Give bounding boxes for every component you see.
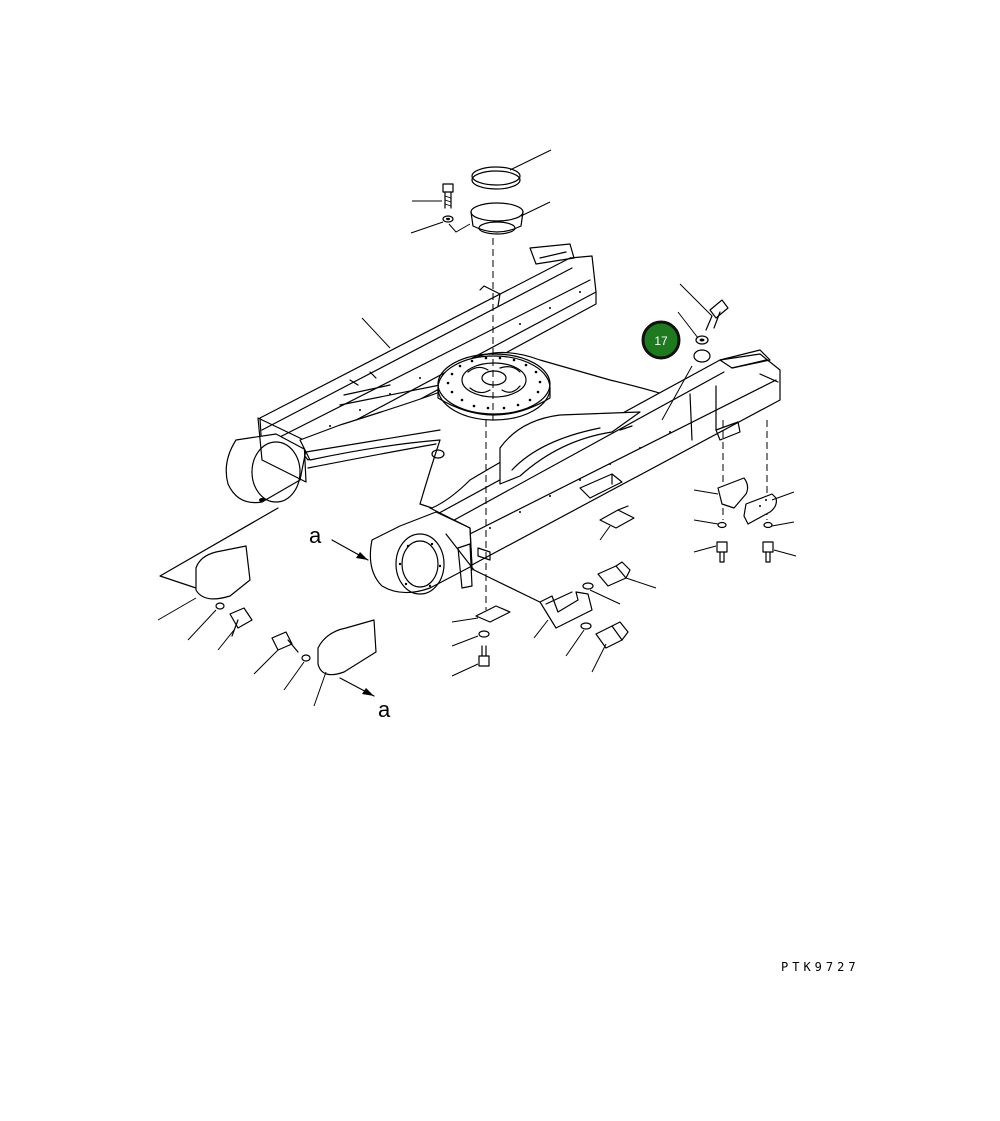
lower-bracket-assembly [451,505,657,677]
track-frame [225,243,781,595]
view-label-start: a [309,523,322,548]
swing-circle-bolt-dots [446,356,542,410]
right-cover-assembly [693,420,797,563]
view-arrow-end [339,677,375,697]
view-arrow-start [331,539,369,561]
top-washer [442,215,454,223]
drawing-code: PTK9727 [781,960,860,974]
right-top-bolt-assembly [661,283,729,421]
swivel-housing-ring [470,202,524,235]
left-cover-assembly [157,507,377,707]
rail-rivet-dots [329,291,671,529]
top-seal-ring [471,166,521,190]
callout-badge-circle[interactable] [641,320,681,360]
top-bolt [442,183,454,209]
view-label-end: a [378,697,391,722]
callout-badge-label: 17 [654,334,668,348]
callout-badge-17[interactable]: 17 [641,320,681,360]
